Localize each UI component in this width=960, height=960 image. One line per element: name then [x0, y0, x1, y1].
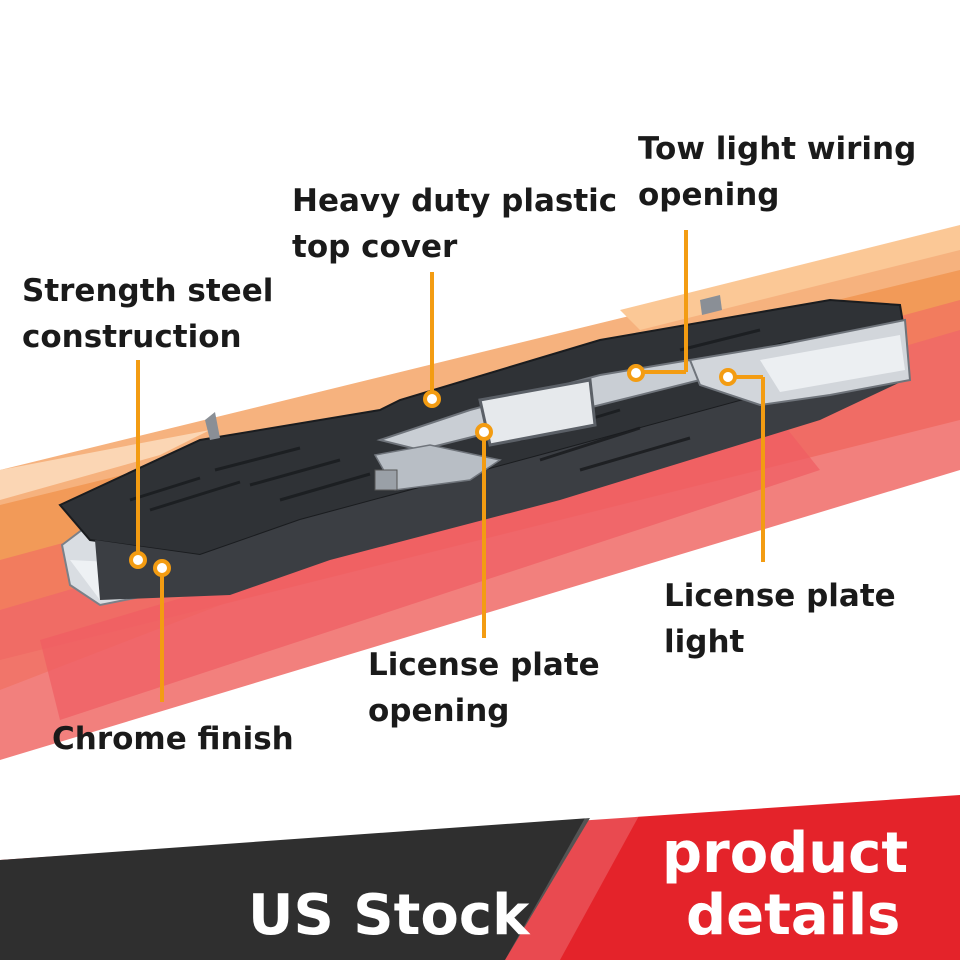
callout-license-plate-light: License plate light	[664, 573, 896, 665]
callout-tow-light-wiring: Tow light wiring opening	[638, 126, 916, 218]
product-details-line-2: details	[686, 883, 901, 948]
callout-license-plate-opening: License plate opening	[368, 642, 600, 734]
callout-line: construction	[22, 319, 242, 355]
callout-line: opening	[638, 177, 780, 213]
us-stock-label: US Stock	[248, 883, 530, 948]
callout-line: Heavy duty plastic	[292, 183, 618, 219]
callout-line: Chrome finish	[52, 721, 294, 757]
callout-line: top cover	[292, 229, 458, 265]
callout-line: Strength steel	[22, 273, 274, 309]
callout-line: License plate	[664, 578, 896, 614]
callout-dots	[129, 364, 737, 577]
callout-line: light	[664, 624, 745, 660]
bottom-banner	[0, 795, 960, 960]
product-details-line-1: product	[662, 821, 909, 886]
callout-plastic-cover: Heavy duty plastic top cover	[292, 178, 617, 270]
callout-line: License plate	[368, 647, 600, 683]
callout-line: opening	[368, 693, 510, 729]
callout-strength-steel: Strength steel construction	[22, 268, 273, 360]
callout-chrome-finish: Chrome finish	[52, 716, 294, 762]
callout-line: Tow light wiring	[638, 131, 917, 167]
